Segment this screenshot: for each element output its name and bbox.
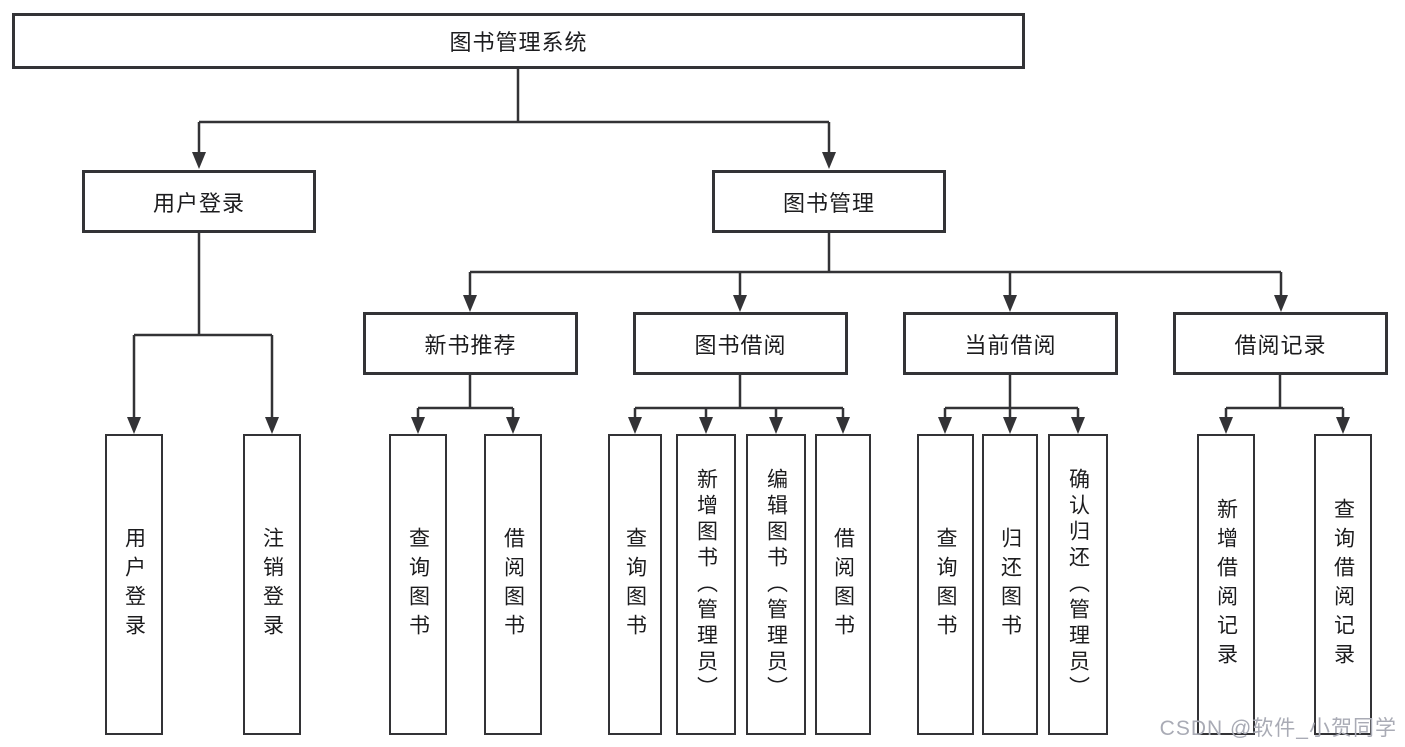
leaf-add-book-admin: 新增图书（管理员） <box>676 434 736 735</box>
leaf-return-book: 归还图书 <box>982 434 1038 735</box>
leaf-borrow-books: 借阅图书 <box>484 434 542 735</box>
leaf-query-borrow-record: 查询借阅记录 <box>1314 434 1372 735</box>
node-new-book-recommend: 新书推荐 <box>363 312 578 375</box>
node-user-login: 用户登录 <box>82 170 316 233</box>
watermark: CSDN @软件_小贺同学 <box>1159 717 1397 740</box>
leaf-logout: 注销登录 <box>243 434 301 735</box>
leaf-user-login: 用户登录 <box>105 434 163 735</box>
leaf-borrow-books-2: 借阅图书 <box>815 434 871 735</box>
node-book-borrowing: 图书借阅 <box>633 312 848 375</box>
leaf-query-books: 查询图书 <box>389 434 447 735</box>
node-root: 图书管理系统 <box>12 13 1025 69</box>
node-borrowing-records: 借阅记录 <box>1173 312 1388 375</box>
node-book-management: 图书管理 <box>712 170 946 233</box>
node-current-borrowing: 当前借阅 <box>903 312 1118 375</box>
leaf-confirm-return-admin: 确认归还（管理员） <box>1048 434 1108 735</box>
leaf-query-books-3: 查询图书 <box>917 434 974 735</box>
leaf-edit-book-admin: 编辑图书（管理员） <box>746 434 806 735</box>
leaf-add-borrow-record: 新增借阅记录 <box>1197 434 1255 735</box>
arrowheads <box>127 152 1350 434</box>
leaf-query-books-2: 查询图书 <box>608 434 662 735</box>
